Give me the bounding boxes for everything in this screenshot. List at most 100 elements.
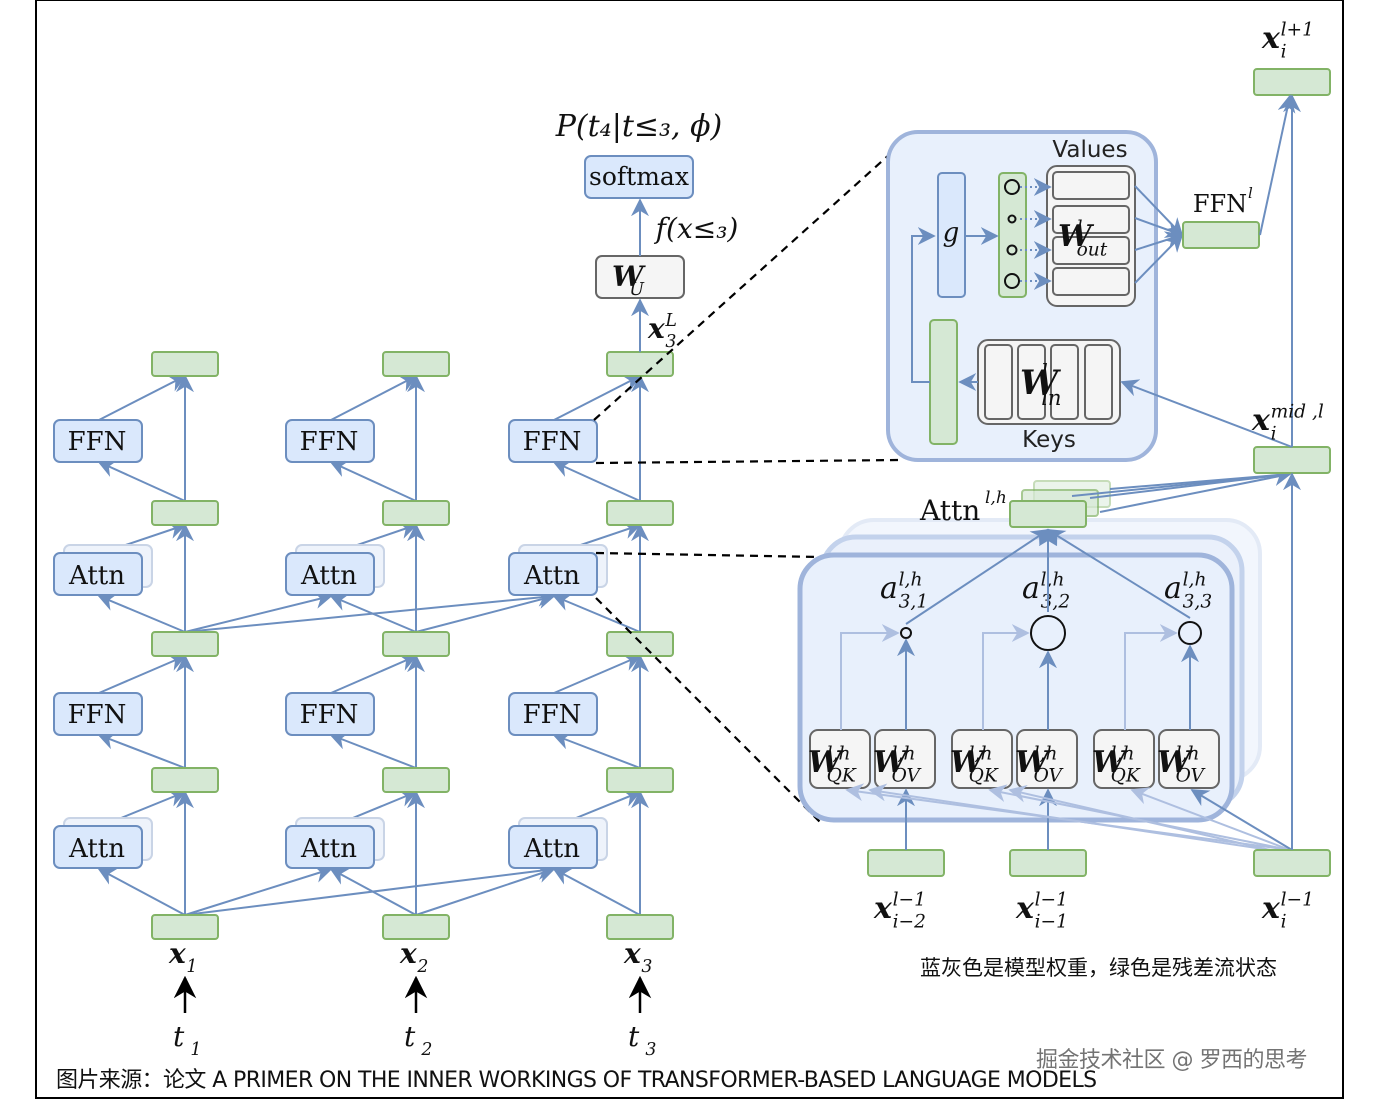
attn-head-label: Attn xyxy=(919,494,980,527)
ffn-input-arrow xyxy=(552,460,641,502)
attn-to-mid-arrow xyxy=(1099,468,1292,513)
unembedding-label: WU xyxy=(612,260,646,300)
input-embedding-label-base: x xyxy=(168,937,186,970)
attn-to-mid-line xyxy=(1109,473,1291,490)
input-embedding-label-base: x xyxy=(399,937,417,970)
final-state-label-base: x xyxy=(647,312,665,345)
math-sub: OV xyxy=(1034,766,1065,787)
softmax-block xyxy=(584,155,694,199)
attn-head-output xyxy=(1009,500,1087,528)
unembedding-label-base: W xyxy=(612,260,646,293)
residual-state-s4 xyxy=(382,351,450,377)
math-sup: l−1 xyxy=(1281,889,1314,910)
key-vector xyxy=(1050,344,1079,420)
ffn-output-label: FFN xyxy=(1193,190,1247,218)
token-label-base: t xyxy=(173,1020,185,1053)
attn-to-mid-line xyxy=(1089,473,1291,499)
math-sup: l,h xyxy=(1034,743,1058,764)
ffn-output-arrow xyxy=(553,375,642,421)
ffn-input-arrow xyxy=(552,732,641,769)
weight-to-attn-arrow xyxy=(905,529,1050,625)
attn-block xyxy=(53,825,143,869)
ffn-label: FFN xyxy=(300,427,359,457)
math-sub: QK xyxy=(1111,766,1141,787)
math-sup: l,h xyxy=(899,569,923,590)
attn-input-arrow xyxy=(97,868,186,916)
attn-block xyxy=(53,552,143,596)
guide-attn-bottom xyxy=(595,597,821,823)
preact-to-gate-arrow xyxy=(911,227,936,383)
residual-state-s3 xyxy=(606,500,674,526)
qk-to-weight-arrow xyxy=(982,624,1030,730)
math-sub: 3 xyxy=(645,1040,656,1060)
math-sup: l−1 xyxy=(1035,889,1068,910)
x-mid-label-base: x xyxy=(1251,403,1271,438)
self-ov-arrow xyxy=(1190,789,1293,851)
w-qk-label: Wl,hQK xyxy=(808,743,857,786)
activation-circle xyxy=(1006,244,1018,256)
attn-label: Attn xyxy=(300,834,357,864)
left-stack: AttnAttnFFNFFNAttnAttnFFNFFNAttnAttnFFNF… xyxy=(53,351,674,1060)
residual-state-s2 xyxy=(151,631,219,657)
math-sub: OV xyxy=(1176,766,1207,787)
math-sup: L xyxy=(664,311,677,331)
math-sub: i xyxy=(1271,424,1277,445)
zoom-guides xyxy=(593,144,901,823)
ffn-label: FFN xyxy=(523,427,582,457)
residual-state-s4 xyxy=(151,351,219,377)
ffn-input-arrow xyxy=(329,732,417,769)
math-sup: l,h xyxy=(1183,569,1207,590)
math-sub: 3,1 xyxy=(899,592,929,613)
input-state-label-base: x xyxy=(1015,891,1035,926)
math-sup: l+1 xyxy=(1281,19,1314,40)
ffn-output-sup: l xyxy=(1248,184,1253,202)
math-sub: 2 xyxy=(420,1040,432,1060)
attention-weight-circle xyxy=(900,627,912,639)
attn-label: Attn xyxy=(68,561,125,591)
query-arrow xyxy=(868,783,1271,851)
residual-state-s3 xyxy=(151,500,219,526)
pre-activation-vector xyxy=(929,319,958,445)
key-vector xyxy=(1017,344,1046,420)
ffn-output-arrow xyxy=(98,375,187,421)
value-vector xyxy=(1052,236,1130,265)
ffn-label: FFN xyxy=(523,700,582,730)
ffn-block xyxy=(508,692,598,736)
guide-ffn-bottom xyxy=(595,458,901,465)
gate-block xyxy=(937,172,966,298)
math-sub: in xyxy=(1041,385,1061,410)
ffn-block xyxy=(53,692,143,736)
w-qk-label-base: W xyxy=(950,745,987,780)
ffn-block xyxy=(285,419,375,463)
qk-to-weight-arrow xyxy=(840,624,900,730)
math-sub: U xyxy=(629,280,645,300)
math-sub: 1 xyxy=(190,1040,201,1060)
attn-block xyxy=(285,552,375,596)
residual-state-s0 xyxy=(151,914,219,940)
math-sup: l−1 xyxy=(893,889,926,910)
attn-causal-arrow xyxy=(184,862,556,916)
ffn-block xyxy=(285,692,375,736)
w-out-label-base: W xyxy=(1058,219,1095,254)
ffn-input-arrow xyxy=(329,460,417,502)
w-ov-label: Wl,hOV xyxy=(873,743,923,786)
math-sub: QK xyxy=(969,766,999,787)
ffn-label: FFN xyxy=(68,700,127,730)
figure-frame xyxy=(35,0,1344,1099)
w-qk-label-base: W xyxy=(808,745,845,780)
math-sub: out xyxy=(1077,240,1108,261)
math-sup: l,h xyxy=(827,743,851,764)
attn-causal-arrow xyxy=(184,865,333,916)
attn-causal-arrow xyxy=(415,591,556,633)
legend-note: 蓝灰色是模型权重，绿色是残差流状态 xyxy=(920,956,1277,980)
ffn-label: FFN xyxy=(300,700,359,730)
guide-ffn-top xyxy=(593,144,901,421)
